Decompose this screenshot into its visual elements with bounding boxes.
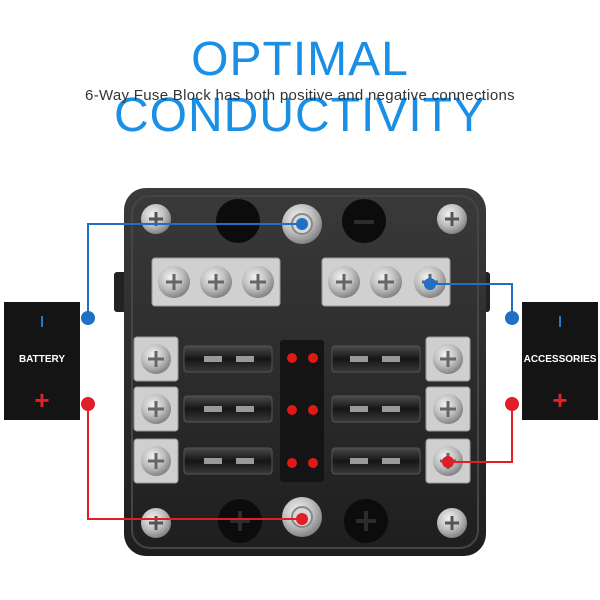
page-title: OPTIMAL CONDUCTIVITY	[114, 33, 486, 142]
bottom-corner-screw-right	[437, 508, 467, 538]
bottom-corner-screw-left	[141, 508, 171, 538]
wire-positive-accessories	[448, 404, 513, 463]
accessories-negative-dot	[505, 311, 519, 325]
fuse-positive-dot	[442, 456, 454, 468]
battery-negative-dot	[81, 311, 95, 325]
blade-fuses	[183, 345, 421, 475]
battery-positive-dot	[81, 397, 95, 411]
accessories-box: ı ACCESSORIES +	[522, 302, 598, 420]
wire-negative-battery	[87, 223, 302, 318]
battery-label: BATTERY	[18, 354, 66, 365]
led-indicators	[287, 353, 318, 468]
bottom-well-right	[344, 499, 388, 543]
top-corner-screw-right	[437, 204, 467, 234]
battery-positive-symbol: +	[34, 385, 50, 415]
top-corner-screw-left	[141, 204, 171, 234]
accessories-label: ACCESSORIES	[523, 354, 597, 365]
battery-negative-symbol: ı	[39, 310, 45, 332]
accessories-positive-dot	[505, 397, 519, 411]
page-subtitle: 6-Way Fuse Block has both positive and n…	[85, 87, 515, 104]
accessories-negative-symbol: ı	[557, 310, 563, 332]
negative-bus-screws	[158, 266, 446, 298]
battery-box: ı BATTERY +	[4, 302, 80, 420]
wire-negative-accessories	[430, 283, 513, 318]
wire-positive-battery	[87, 404, 302, 520]
top-well-left	[216, 199, 260, 243]
bottom-well-left	[218, 499, 262, 543]
accessories-positive-symbol: +	[552, 385, 568, 415]
bus-negative-dot	[424, 278, 436, 290]
minus-mark-icon	[354, 220, 374, 224]
fuse-terminals-left	[133, 336, 179, 484]
block-negative-dot	[296, 218, 308, 230]
block-positive-dot	[296, 513, 308, 525]
led-panel	[280, 340, 324, 482]
